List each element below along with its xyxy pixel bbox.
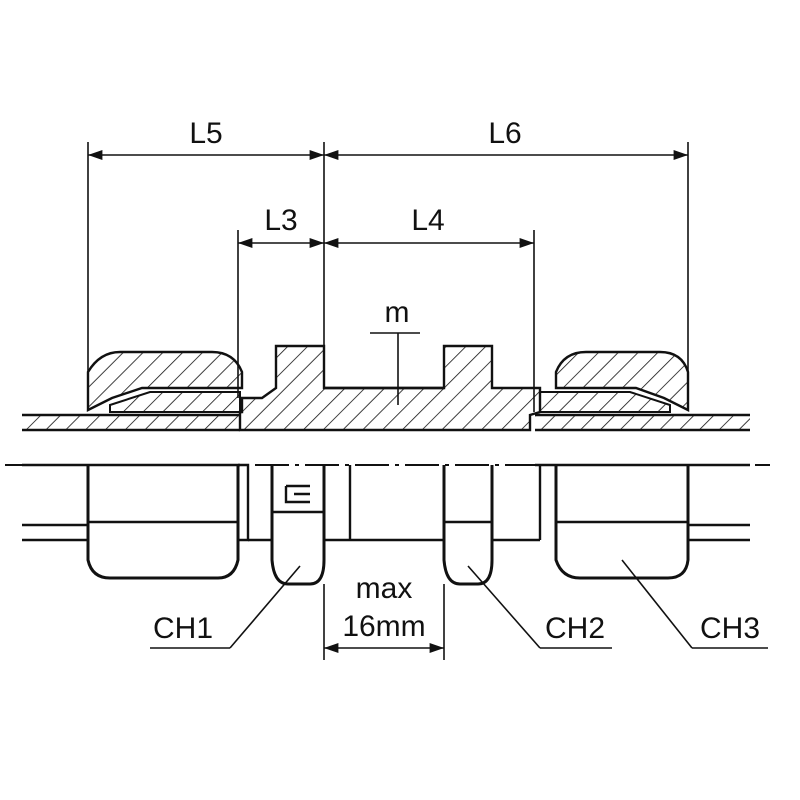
ch2-label: CH2 (545, 612, 605, 645)
l4-label: L4 (411, 204, 444, 237)
ch1-label: CH1 (153, 612, 213, 645)
l6-label: L6 (488, 117, 521, 150)
l5-label: L5 (189, 117, 222, 150)
max-value-label: 16mm (342, 610, 425, 643)
right-nut-hex (538, 465, 690, 580)
l3-label: L3 (264, 204, 297, 237)
right-nut-section (539, 350, 690, 413)
ch3-label: CH3 (700, 612, 760, 645)
leader-lines (150, 332, 768, 649)
body-section (238, 344, 542, 432)
left-nut-section (86, 350, 244, 413)
max-label: max (356, 572, 413, 605)
left-nut-hex (86, 465, 240, 580)
m-label: m (385, 296, 410, 329)
extension-lines (87, 142, 689, 660)
body-lower (238, 463, 540, 586)
